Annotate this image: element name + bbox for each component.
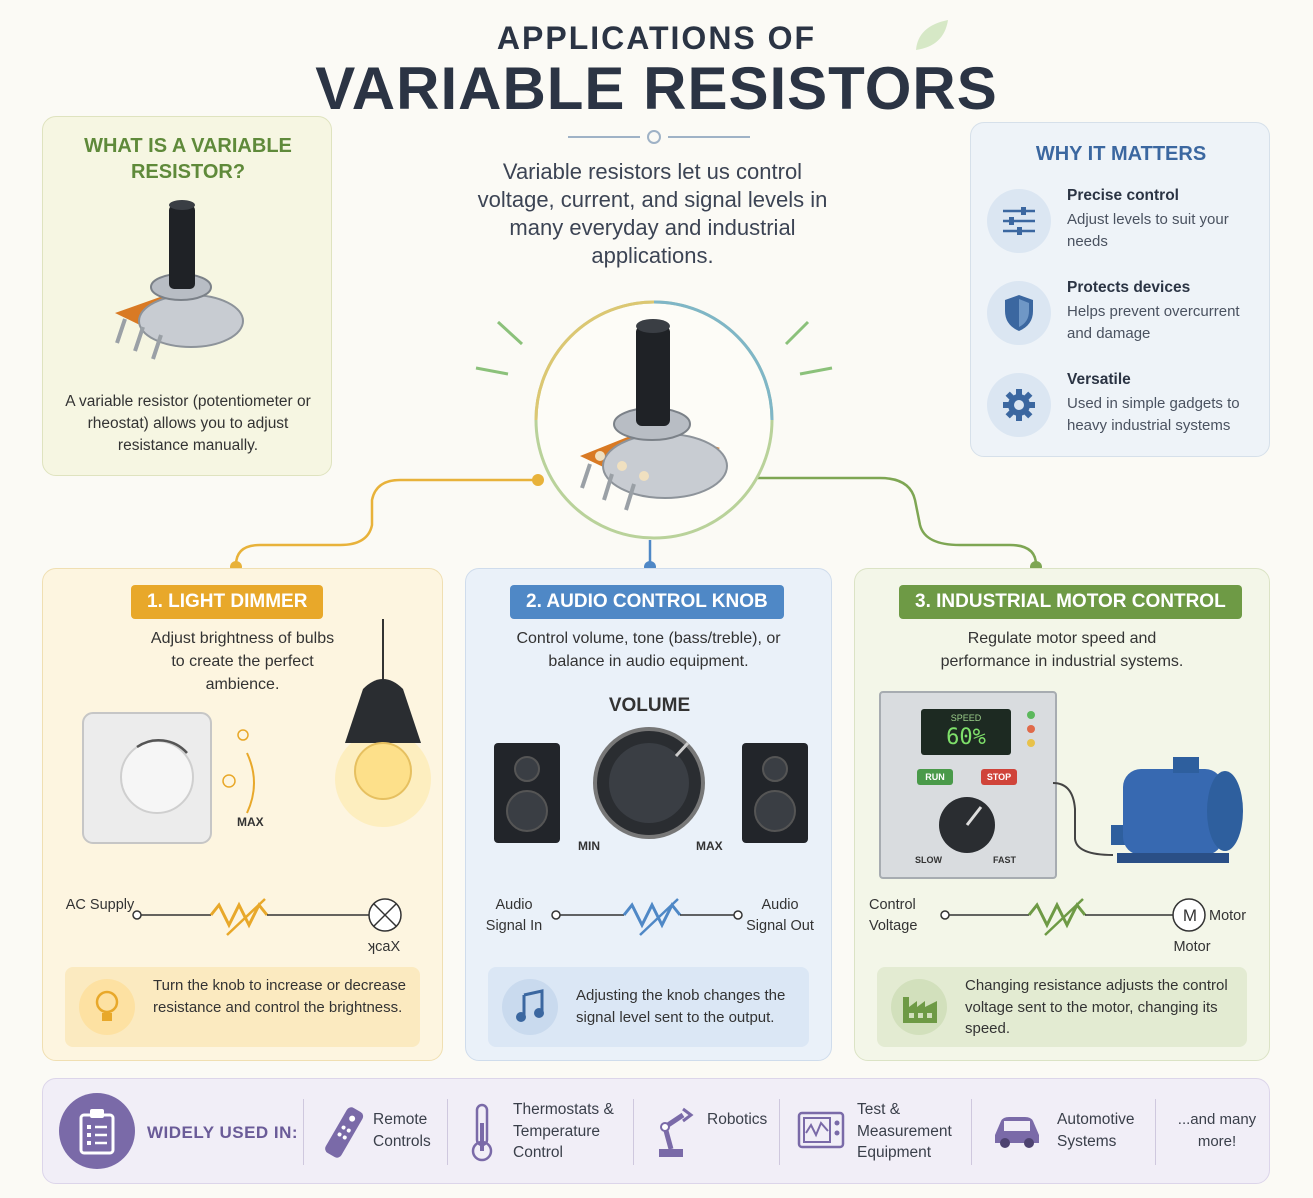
speaker-right-icon — [742, 743, 808, 843]
light-dimmer-card: 1. LIGHT DIMMER Adjust brightness of bul… — [42, 568, 443, 1061]
shield-icon — [987, 281, 1051, 345]
light-dimmer-note-text: Turn the knob to increase or decrease re… — [153, 977, 406, 1016]
use-test-measurement: Test & Measurement Equipment — [795, 1095, 965, 1171]
audio-control-label: 2. AUDIO CONTROL KNOB — [510, 585, 784, 619]
motor-control-desc: Regulate motor speed and performance in … — [940, 630, 1184, 670]
motor-control-label: 3. INDUSTRIAL MOTOR CONTROL — [899, 585, 1242, 619]
motor-circuit-left: Control Voltage — [869, 897, 918, 934]
why-heading: Versatile — [1067, 371, 1131, 388]
oscilloscope-icon — [797, 1111, 845, 1149]
volume-max-label: MAX — [696, 839, 723, 853]
use-label: Robotics — [707, 1111, 768, 1128]
clipboard-icon — [59, 1093, 135, 1169]
use-remote-controls: Remote Controls — [319, 1095, 449, 1171]
volume-knob[interactable] — [584, 721, 714, 849]
thermometer-icon — [471, 1103, 493, 1162]
use-automotive: Automotive Systems — [989, 1095, 1159, 1171]
volume-title: VOLUME — [608, 695, 691, 716]
audio-control-note-text: Adjusting the knob changes the signal le… — [576, 987, 786, 1026]
why-heading: Protects devices — [1067, 279, 1191, 296]
speed-display-value: 60% — [946, 725, 986, 750]
dimmer-circuit-right: ʞcaX — [367, 939, 401, 955]
page-title-line2: VARIABLE RESISTORS — [315, 55, 998, 122]
what-is-title: WHAT IS A VARIABLE RESISTOR? — [84, 135, 292, 183]
use-label: Remote Controls — [373, 1111, 431, 1150]
why-text: Used in simple gadgets to heavy industri… — [1067, 395, 1240, 434]
leaf-icon — [916, 20, 948, 50]
motor-control-card: 3. INDUSTRIAL MOTOR CONTROL Regulate mot… — [854, 568, 1270, 1061]
robot-arm-icon — [659, 1107, 694, 1157]
why-item-protects-devices: Protects devices Helps prevent overcurre… — [985, 277, 1265, 357]
potentiometer-icon — [115, 200, 244, 360]
audio-circuit — [551, 898, 743, 936]
use-label: Test & Measurement Equipment — [857, 1101, 952, 1161]
why-item-versatile: Versatile Used in simple gadgets to heav… — [985, 369, 1265, 449]
why-item-precise-control: Precise control Adjust levels to suit yo… — [985, 185, 1265, 265]
light-dimmer-label: 1. LIGHT DIMMER — [131, 585, 324, 619]
audio-control-note: Adjusting the knob changes the signal le… — [488, 967, 809, 1047]
title-divider — [568, 130, 750, 144]
speed-display: SPEED 60% — [921, 709, 1011, 755]
audio-circuit-right: Audio Signal Out — [746, 897, 814, 934]
stop-button[interactable]: STOP — [981, 769, 1017, 785]
speed-knob[interactable] — [935, 793, 999, 857]
sliders-icon — [987, 189, 1051, 253]
use-robotics: Robotics — [649, 1095, 779, 1171]
panel-slow-label: SLOW — [915, 855, 942, 865]
light-dimmer-desc: Adjust brightness of bulbs to create the… — [150, 630, 335, 693]
dimmer-circuit-left: AC Supply — [65, 897, 135, 913]
why-text: Adjust levels to suit your needs — [1067, 211, 1229, 250]
center-potentiometer-icon — [580, 319, 728, 511]
use-label: ...and many more! — [1177, 1111, 1257, 1150]
audio-control-desc: Control volume, tone (bass/treble), or b… — [516, 630, 781, 670]
intro-text: Variable resistors let us control voltag… — [477, 159, 828, 268]
music-note-icon — [502, 979, 558, 1035]
use-more: ...and many more! — [1171, 1095, 1263, 1171]
why-title: WHY IT MATTERS — [1035, 143, 1207, 165]
dimmer-switch-icon — [82, 712, 255, 844]
use-label: Automotive Systems — [1057, 1111, 1135, 1150]
dimmer-max-label: MAX — [237, 815, 264, 829]
motor-symbol: M — [1182, 906, 1198, 925]
why-text: Helps prevent overcurrent and damage — [1067, 303, 1240, 342]
why-heading: Precise control — [1067, 187, 1179, 204]
run-button[interactable]: RUN — [917, 769, 953, 785]
audio-circuit-left: Audio Signal In — [485, 897, 543, 934]
factory-icon — [891, 979, 947, 1035]
speed-display-label: SPEED — [950, 713, 982, 723]
page-title-line1: APPLICATIONS OF — [496, 20, 817, 56]
remote-control-icon — [325, 1107, 364, 1158]
widely-used-bar: WIDELY USED IN: Remote Controls Thermost… — [42, 1078, 1270, 1184]
audio-control-card: 2. AUDIO CONTROL KNOB Control volume, to… — [465, 568, 832, 1061]
gear-icon — [987, 373, 1051, 437]
panel-fast-label: FAST — [993, 855, 1017, 865]
why-it-matters-card: WHY IT MATTERS Precise control Adjust le… — [970, 122, 1270, 457]
dimmer-circuit — [132, 898, 402, 936]
widely-used-title: WIDELY USED IN: — [147, 1123, 299, 1142]
motor-control-note: Changing resistance adjusts the control … — [877, 967, 1247, 1047]
volume-min-label: MIN — [578, 839, 600, 853]
what-is-text: A variable resistor (potentiometer or rh… — [65, 393, 311, 454]
car-icon — [995, 1117, 1039, 1148]
motor-control-note-text: Changing resistance adjusts the control … — [965, 977, 1228, 1037]
control-panel: SPEED 60% RUN STOP SLOW FAST — [879, 691, 1057, 879]
motor-right-label: Motor — [1209, 908, 1247, 924]
motor-circuit — [940, 898, 1206, 936]
light-dimmer-note: Turn the knob to increase or decrease re… — [65, 967, 420, 1047]
lightbulb-icon — [79, 979, 135, 1035]
use-thermostats: Thermostats & Temperature Control — [463, 1095, 633, 1171]
what-is-card: WHAT IS A VARIABLE RESISTOR? A variable … — [42, 116, 332, 476]
motor-below-label: Motor — [1173, 939, 1211, 955]
hanging-bulb-icon — [335, 619, 431, 827]
electric-motor-icon — [1052, 757, 1243, 863]
use-label: Thermostats & Temperature Control — [513, 1101, 614, 1161]
speaker-left-icon — [494, 743, 560, 843]
